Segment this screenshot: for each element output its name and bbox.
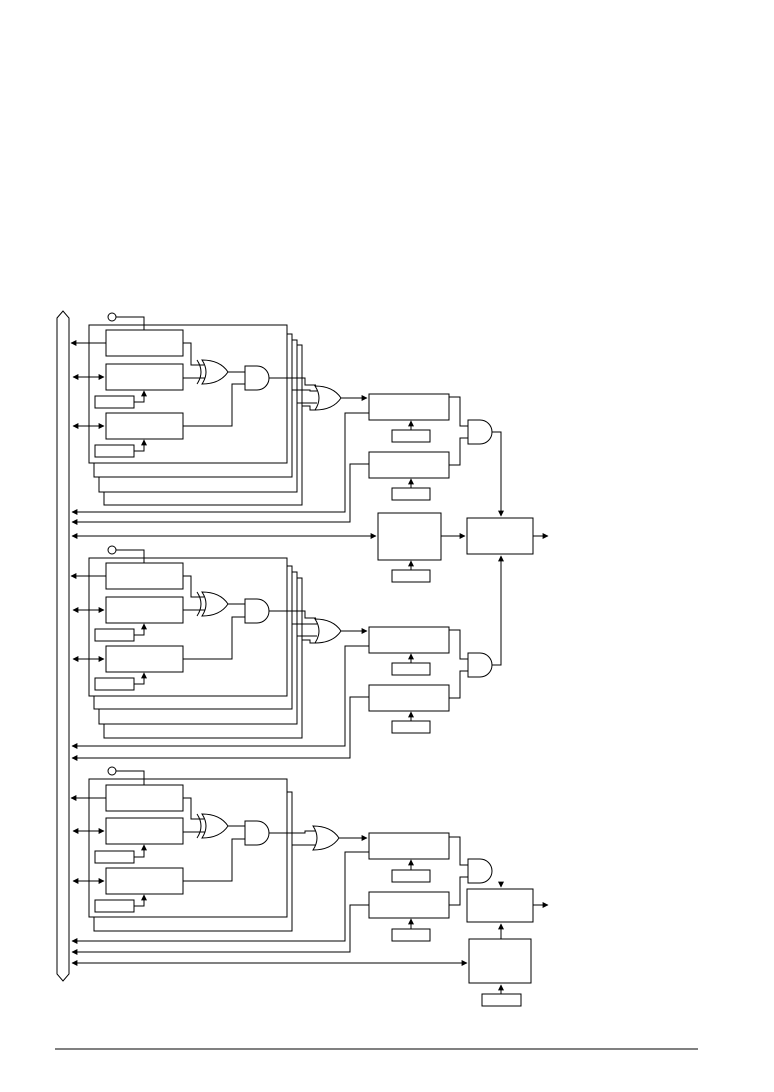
output-register <box>467 518 533 554</box>
center-register <box>378 513 441 560</box>
wire <box>269 611 316 618</box>
bottom-register <box>469 939 531 983</box>
compare-register <box>369 685 449 711</box>
and-gate <box>468 420 492 444</box>
wire <box>134 390 147 402</box>
wire <box>183 343 204 365</box>
small-register-box <box>482 994 521 1006</box>
xor-gate-back <box>197 360 201 384</box>
front-layer <box>89 325 287 463</box>
wire <box>449 397 468 426</box>
wire <box>449 837 468 865</box>
wire <box>183 384 245 426</box>
xor-gate <box>202 360 228 384</box>
wire <box>269 831 316 833</box>
wire <box>71 464 369 525</box>
wire <box>116 317 144 330</box>
wire <box>183 576 204 597</box>
wire <box>449 671 468 698</box>
front-layer <box>89 558 287 696</box>
wire <box>292 390 317 391</box>
enable-input <box>108 313 116 321</box>
small-register-box <box>392 430 430 442</box>
wire <box>302 406 316 410</box>
wire <box>134 623 147 635</box>
wire <box>134 894 147 906</box>
or-gate <box>315 386 341 410</box>
xor-gate-back <box>197 592 201 616</box>
upper-match-block <box>70 313 369 525</box>
and-gate <box>468 653 492 677</box>
wire <box>134 672 147 684</box>
wire <box>71 413 369 515</box>
middle-match-block <box>70 546 369 761</box>
wire <box>449 877 468 905</box>
wire <box>183 839 245 881</box>
xor-gate <box>202 814 228 838</box>
wire <box>183 617 245 659</box>
lower-match-block <box>70 767 369 955</box>
wire <box>302 640 316 643</box>
wire <box>492 555 504 665</box>
wire <box>134 439 147 451</box>
wire <box>269 378 316 385</box>
wire <box>449 630 468 659</box>
or-gate <box>315 619 341 643</box>
and-gate <box>468 859 492 883</box>
small-register-box <box>392 488 430 500</box>
or-gate <box>313 826 339 850</box>
small-register-box <box>392 721 430 733</box>
small-register-box <box>392 929 430 941</box>
enable-input <box>108 546 116 554</box>
wire <box>449 438 468 465</box>
wire <box>71 852 369 944</box>
enable-input <box>108 767 116 775</box>
wire <box>116 771 144 785</box>
wire <box>116 550 144 563</box>
register-box <box>106 818 183 844</box>
compare-register <box>369 833 449 859</box>
and-gate <box>245 366 269 390</box>
wire <box>492 432 504 517</box>
compare-register <box>369 892 449 918</box>
wire <box>71 697 369 761</box>
xor-gate <box>202 592 228 616</box>
compare-register <box>369 452 449 478</box>
upper-compare-chain <box>341 394 504 517</box>
wire <box>71 646 369 749</box>
small-register-box <box>392 870 430 882</box>
register-box <box>106 364 183 390</box>
xor-gate-back <box>197 814 201 838</box>
small-register-box <box>392 663 430 675</box>
compare-register <box>369 627 449 653</box>
front-layer <box>89 779 287 917</box>
wire <box>183 798 204 819</box>
data-bus <box>57 311 69 981</box>
center-block <box>71 513 549 582</box>
wire <box>71 905 369 955</box>
compare-register <box>369 394 449 420</box>
middle-compare-chain <box>341 555 504 733</box>
lower-compare-chain <box>71 833 549 1006</box>
wire <box>134 844 147 857</box>
and-gate <box>245 821 269 845</box>
output-register <box>467 889 533 922</box>
small-register-box <box>392 570 430 582</box>
and-gate <box>245 599 269 623</box>
